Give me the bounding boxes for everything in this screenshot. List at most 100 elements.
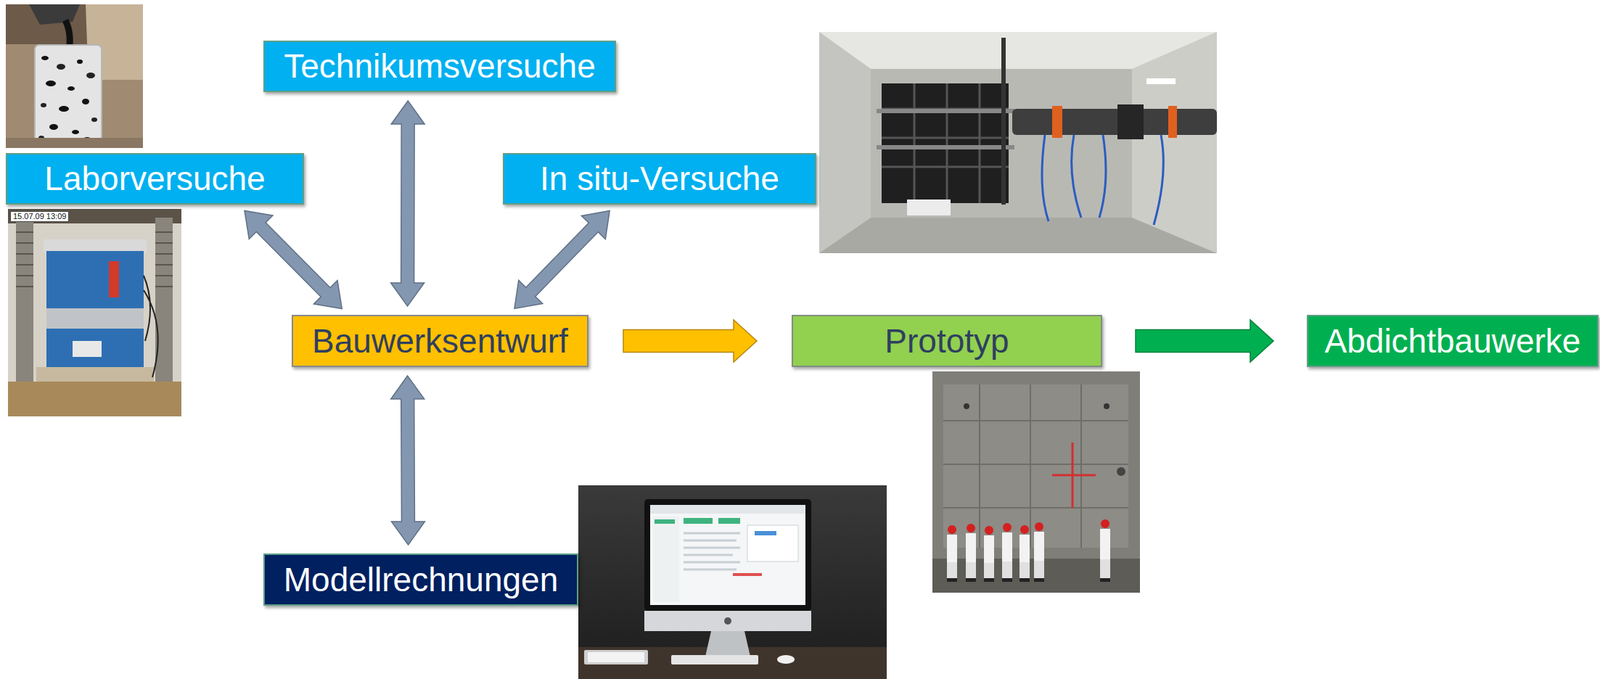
worker-figures-part: [1002, 578, 1013, 582]
photo-lab-press-part: [7, 208, 182, 417]
photo-gallery: [819, 31, 1217, 254]
photo-pouring-part: [71, 129, 80, 135]
worker-figures-part: [1100, 578, 1111, 582]
photo-prototype: [932, 371, 1140, 593]
photo-lab-press: [7, 208, 182, 417]
photo-pouring-part: [56, 63, 66, 70]
photo-computer-part: [644, 610, 812, 632]
photo-computer-part: [732, 573, 762, 577]
prototype-box: Prototyp: [791, 314, 1103, 368]
photo-lab-press-part: [46, 308, 144, 329]
worker-figures-part: [1002, 532, 1013, 562]
worker-figures-part: [983, 578, 995, 582]
worker-figures-part: [1034, 522, 1044, 532]
photo-lab-press-part: [108, 261, 120, 298]
worker-figures-part: [965, 533, 976, 563]
photo-computer-part: [578, 485, 887, 679]
photo-pouring-part: [34, 44, 102, 146]
result-box: Abdichtbauwerke: [1306, 314, 1599, 368]
worker-figures-part: [965, 578, 976, 582]
photo-lab-press-part: [36, 367, 154, 382]
worker-figures-part: [946, 562, 958, 579]
test-box: In situ-Versuche: [502, 153, 817, 205]
photo-gallery-part: [907, 199, 951, 216]
worker-figures-part: [1020, 525, 1029, 535]
photo-prototype-part: [943, 384, 1129, 548]
box-label: Prototyp: [884, 322, 1009, 360]
worker-figures-part: [983, 563, 995, 579]
photo-pouring-part: [67, 86, 75, 91]
worker-figures-part: [1002, 561, 1013, 579]
photo-gallery-part: [1012, 108, 1217, 135]
block-arrow: [244, 211, 342, 310]
photo-pouring-part: [86, 72, 96, 79]
box-label: Technikumsversuche: [283, 47, 596, 85]
photo-computer-part: [724, 617, 732, 625]
photo-computer-part: [683, 533, 741, 570]
photo-gallery-part: [1117, 104, 1144, 140]
photo-pouring: [5, 4, 143, 149]
photo-computer-part: [650, 505, 806, 606]
photo-prototype-part: [1103, 403, 1110, 410]
block-arrow: [1135, 320, 1274, 363]
photo-lab-press-part: [46, 251, 144, 368]
photo-lab-press-part: [7, 381, 182, 417]
photo-gallery-part: [1041, 134, 1164, 225]
photo-gallery-part: [1131, 31, 1217, 254]
photo-pouring-part: [58, 105, 69, 112]
photo-computer-part: [650, 505, 806, 514]
photo-gallery-part: [1052, 105, 1063, 138]
worker-figures-part: [1034, 531, 1045, 561]
photo-computer-part: [705, 631, 751, 657]
model-box: Modellrechnungen: [263, 553, 579, 606]
worker-figures-part: [1002, 523, 1012, 532]
photo-pouring-part: [40, 103, 47, 108]
photo-pouring-part: [5, 137, 143, 149]
box-label: Abdichtbauwerke: [1324, 322, 1582, 360]
photo-computer: [578, 485, 887, 679]
worker-figures-part: [1100, 559, 1111, 579]
photo-computer-part: [754, 531, 777, 536]
worker-figures-part: [1019, 562, 1030, 579]
photo-gallery-part: [1001, 37, 1006, 205]
photo-gallery-part: [819, 31, 871, 254]
photo-prototype-part: [1052, 442, 1096, 508]
photo-lab-press-part: [143, 275, 159, 378]
box-label: Bauwerksentwurf: [312, 322, 569, 360]
photo-computer-part: [644, 499, 812, 611]
photo-gallery-part: [881, 83, 1009, 204]
design-box: Bauwerksentwurf: [291, 314, 589, 368]
photo-computer-part: [683, 518, 713, 524]
photo-pouring-part: [81, 98, 90, 105]
worker-figures-part: [966, 523, 976, 533]
photo-gallery-part: [881, 83, 1009, 204]
photo-computer-part: [584, 650, 648, 665]
photo-prototype-part: [932, 558, 1140, 593]
photo-computer-part: [777, 655, 795, 664]
photo-computer-part: [718, 518, 741, 524]
photo-computer-part: [653, 516, 680, 603]
worker-figures-part: [1019, 534, 1030, 563]
test-box: Laborversuche: [5, 153, 305, 205]
worker-figures-part: [965, 562, 976, 579]
test-box: Technikumsversuche: [263, 40, 617, 93]
photo-pouring-part: [45, 80, 56, 87]
photo-prototype-part: [943, 384, 1129, 548]
photo-computer-part: [747, 525, 799, 562]
worker-figures-part: [983, 535, 995, 564]
worker-figures-part: [984, 526, 994, 535]
photo-pouring-part: [76, 59, 83, 64]
block-arrow: [623, 320, 757, 363]
box-label: Laborversuche: [44, 160, 265, 198]
photo-pouring-part: [91, 117, 98, 122]
photo-computer-part: [654, 519, 675, 524]
photo-pouring-part: [49, 124, 59, 130]
photo-lab-press-part: [43, 239, 147, 253]
photo-pouring-part: [5, 4, 143, 149]
photo-timestamp: 15.07.09 13:09: [10, 211, 69, 223]
worker-figures-part: [946, 578, 958, 582]
photo-pouring-part: [41, 55, 49, 61]
photo-gallery-part: [819, 217, 1217, 254]
photo-gallery-part: [1168, 105, 1177, 138]
